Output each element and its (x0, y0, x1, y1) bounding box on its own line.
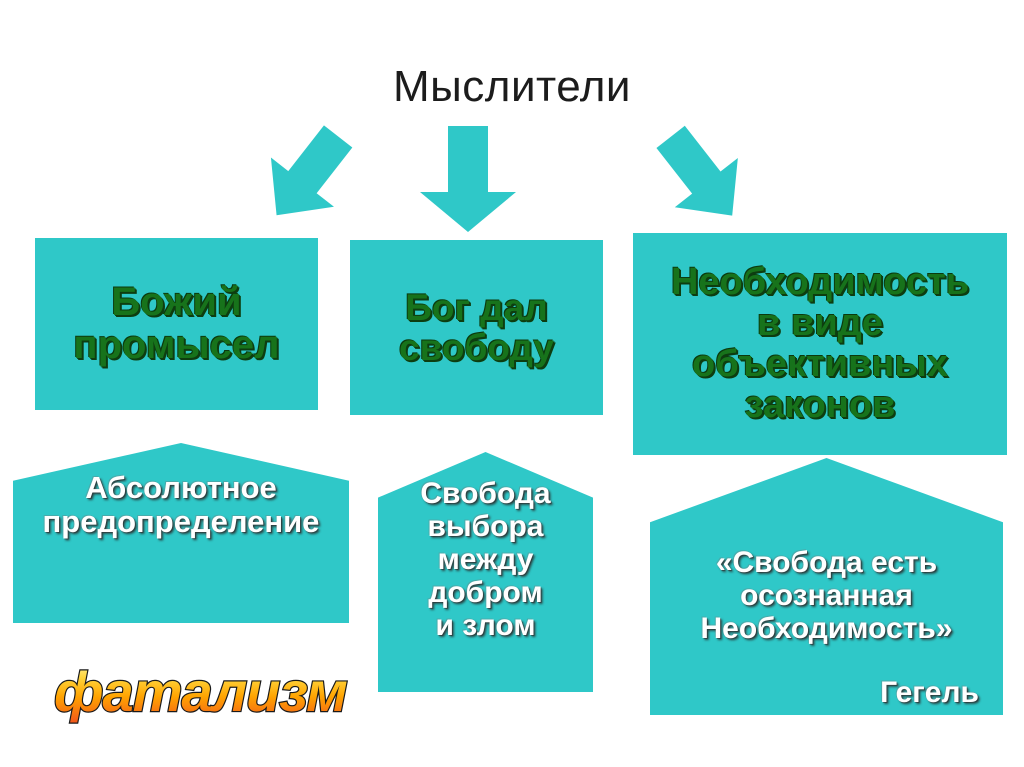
concept-box-objective-laws[interactable]: Необходимость в виде объективных законов (633, 233, 1007, 455)
pentagon-shape (13, 443, 349, 623)
arrow-center (412, 126, 524, 234)
concept-box-label: Необходимость в виде объективных законов (670, 260, 970, 427)
concept-box-label: Божий промысел (73, 279, 280, 367)
wordart-label: фатализм (54, 660, 347, 723)
arrow-left (240, 118, 370, 230)
detail-pentagon-label: Абсолютное предопределение (42, 470, 320, 540)
arrow-right (640, 120, 770, 232)
detail-pentagon-absolute-predestination[interactable]: Абсолютное предопределение (13, 443, 349, 623)
detail-pentagon-label: «Свобода есть осознанная Необходимость» (700, 546, 953, 645)
pentagon-shape (378, 452, 593, 692)
detail-pentagon-hegel-quote[interactable]: «Свобода есть осознанная Необходимость» … (650, 458, 1003, 715)
concept-box-divine-providence[interactable]: Божий промысел (35, 238, 318, 410)
quote-attribution: Гегель (880, 676, 979, 709)
page-title: Мыслители (393, 62, 631, 111)
concept-box-god-gave-freedom[interactable]: Бог дал свободу (350, 240, 603, 415)
concept-box-label: Бог дал свободу (399, 286, 554, 368)
pentagon-shape (650, 458, 1003, 715)
detail-pentagon-label: Свобода выбора между добром и злом (420, 477, 551, 642)
wordart-fatalism: фатализм (52, 659, 350, 724)
detail-pentagon-freedom-of-choice[interactable]: Свобода выбора между добром и злом (378, 452, 593, 692)
